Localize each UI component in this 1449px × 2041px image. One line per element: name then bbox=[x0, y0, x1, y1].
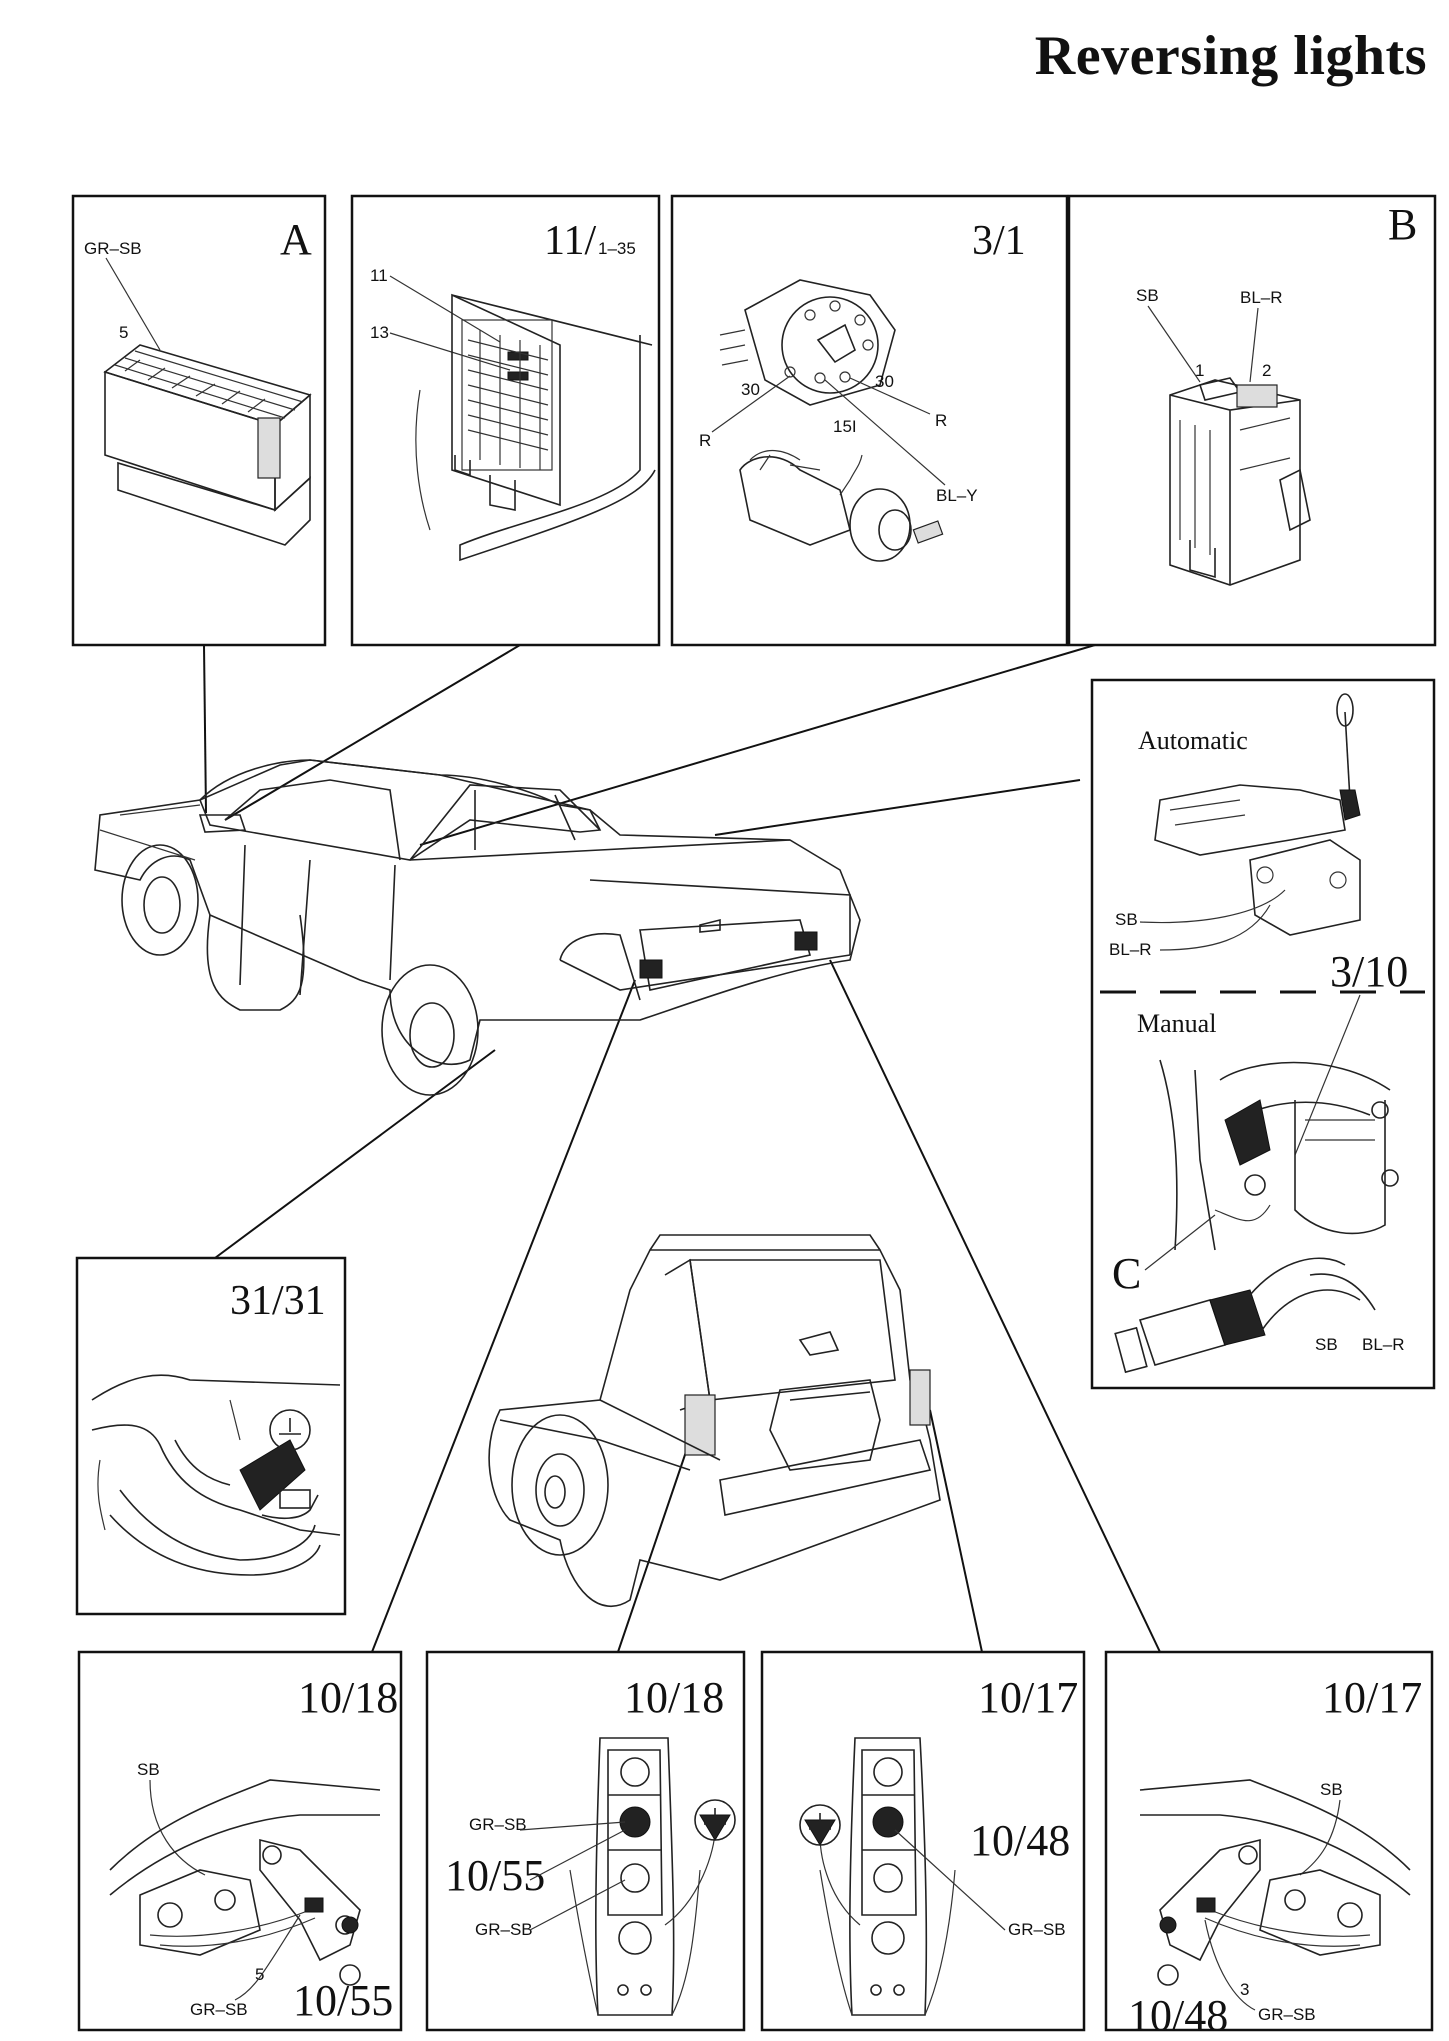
lamp-holder-icon-2 bbox=[1139, 1779, 1411, 1986]
b1-pin: 5 bbox=[255, 1965, 264, 1984]
b4-pin: 3 bbox=[1240, 1980, 1249, 1999]
panel-b: B SB BL–R 1 2 bbox=[1067, 194, 1437, 647]
auto-wire-sb: SB bbox=[1115, 910, 1138, 929]
manual-label: Manual bbox=[1137, 1009, 1216, 1038]
manual-wire-blr: BL–R bbox=[1362, 1335, 1405, 1354]
b1-wire-grsb: GR–SB bbox=[190, 2000, 248, 2019]
b4-sub: 10/48 bbox=[1128, 1991, 1228, 2040]
terminal-r-right: R bbox=[935, 411, 947, 430]
b4-wire-sb: SB bbox=[1320, 1780, 1343, 1799]
auto-wire-blr: BL–R bbox=[1109, 940, 1152, 959]
manual-wire-sb: SB bbox=[1315, 1335, 1338, 1354]
tail-lamp-icon bbox=[569, 1737, 736, 2016]
panel-bottom-2: 10/18 GR–SB 10/55 GR–SB bbox=[425, 1650, 746, 2032]
panel-fuse-box: 11/ 1–35 11 13 bbox=[350, 194, 661, 647]
fuse-label-13: 13 bbox=[370, 323, 389, 342]
tail-lamp-icon-2 bbox=[799, 1737, 956, 2016]
b2-wire1: GR–SB bbox=[469, 1815, 527, 1834]
b2-code: 10/18 bbox=[624, 1673, 724, 1722]
terminal-30-left: 30 bbox=[741, 380, 760, 399]
selector-lever-icon bbox=[1154, 693, 1361, 936]
ign-wire-bly: BL–Y bbox=[936, 486, 978, 505]
panel-ign-code: 3/1 bbox=[972, 218, 1026, 264]
panel-b-wire-blr: BL–R bbox=[1240, 288, 1283, 307]
b3-sub: 10/48 bbox=[970, 1816, 1070, 1865]
panel-c: Automatic SB BL–R 3/10 Manual bbox=[1090, 678, 1436, 1390]
panel-fuse-code: 11/ bbox=[544, 218, 596, 264]
gearbox-icon bbox=[1159, 1059, 1399, 1251]
panel-c-letter: C bbox=[1112, 1249, 1141, 1298]
ground-point-icon bbox=[91, 1374, 341, 1576]
b1-sub: 10/55 bbox=[293, 1976, 393, 2025]
panel-a: A GR–SB 5 bbox=[71, 194, 327, 647]
panel-a-code: A bbox=[280, 215, 312, 264]
b4-code: 10/17 bbox=[1322, 1673, 1422, 1722]
panel-c-code: 3/10 bbox=[1330, 947, 1408, 996]
b2-wire2: GR–SB bbox=[475, 1920, 533, 1939]
panel-a-wire: GR–SB bbox=[84, 239, 142, 258]
panel-b-pin2: 2 bbox=[1262, 361, 1271, 380]
fuse-label-11: 11 bbox=[370, 266, 388, 285]
panel-fuse-code-sub: 1–35 bbox=[598, 239, 636, 258]
terminal-15: 15I bbox=[833, 417, 857, 436]
b3-code: 10/17 bbox=[978, 1673, 1078, 1722]
terminal-r-left: R bbox=[699, 431, 711, 450]
lamp-holder-icon bbox=[109, 1779, 381, 1986]
panel-bottom-3: 10/17 10/48 GR–SB bbox=[760, 1650, 1086, 2032]
sedan-car-icon bbox=[94, 759, 861, 1096]
auto-label: Automatic bbox=[1138, 726, 1248, 755]
hatchback-car-icon bbox=[488, 1234, 941, 1607]
panel-a-pin: 5 bbox=[119, 323, 128, 342]
panel-bottom-4: 10/17 SB 3 10/48 GR–SB bbox=[1104, 1650, 1434, 2040]
panel-bottom-1: 10/18 SB 5 GR–SB 10/55 bbox=[77, 1650, 403, 2032]
panel-ignition-switch: 3/1 30 30 R R 15I BL–Y bbox=[670, 194, 1069, 647]
panel-ground-point: 31/31 bbox=[75, 1256, 347, 1616]
terminal-30-right: 30 bbox=[875, 372, 894, 391]
fuse-box-icon bbox=[415, 293, 656, 562]
b4-wire-grsb: GR–SB bbox=[1258, 2005, 1316, 2024]
switch-connector-icon bbox=[1169, 377, 1311, 586]
panel-b-wire-sb: SB bbox=[1136, 286, 1159, 305]
b1-wire-sb: SB bbox=[137, 1760, 160, 1779]
b3-wire: GR–SB bbox=[1008, 1920, 1066, 1939]
reverse-switch-icon bbox=[1114, 1257, 1376, 1374]
b2-sub: 10/55 bbox=[445, 1851, 545, 1900]
connector-block-icon bbox=[103, 344, 312, 546]
panel-b-code: B bbox=[1388, 200, 1417, 249]
panel-ground-code: 31/31 bbox=[230, 1278, 326, 1324]
page-title: Reversing lights bbox=[1034, 25, 1427, 87]
leader-lines bbox=[203, 644, 1161, 1653]
panel-b-pin1: 1 bbox=[1195, 361, 1204, 380]
ignition-switch-icon bbox=[719, 279, 944, 562]
b1-code: 10/18 bbox=[298, 1673, 398, 1722]
